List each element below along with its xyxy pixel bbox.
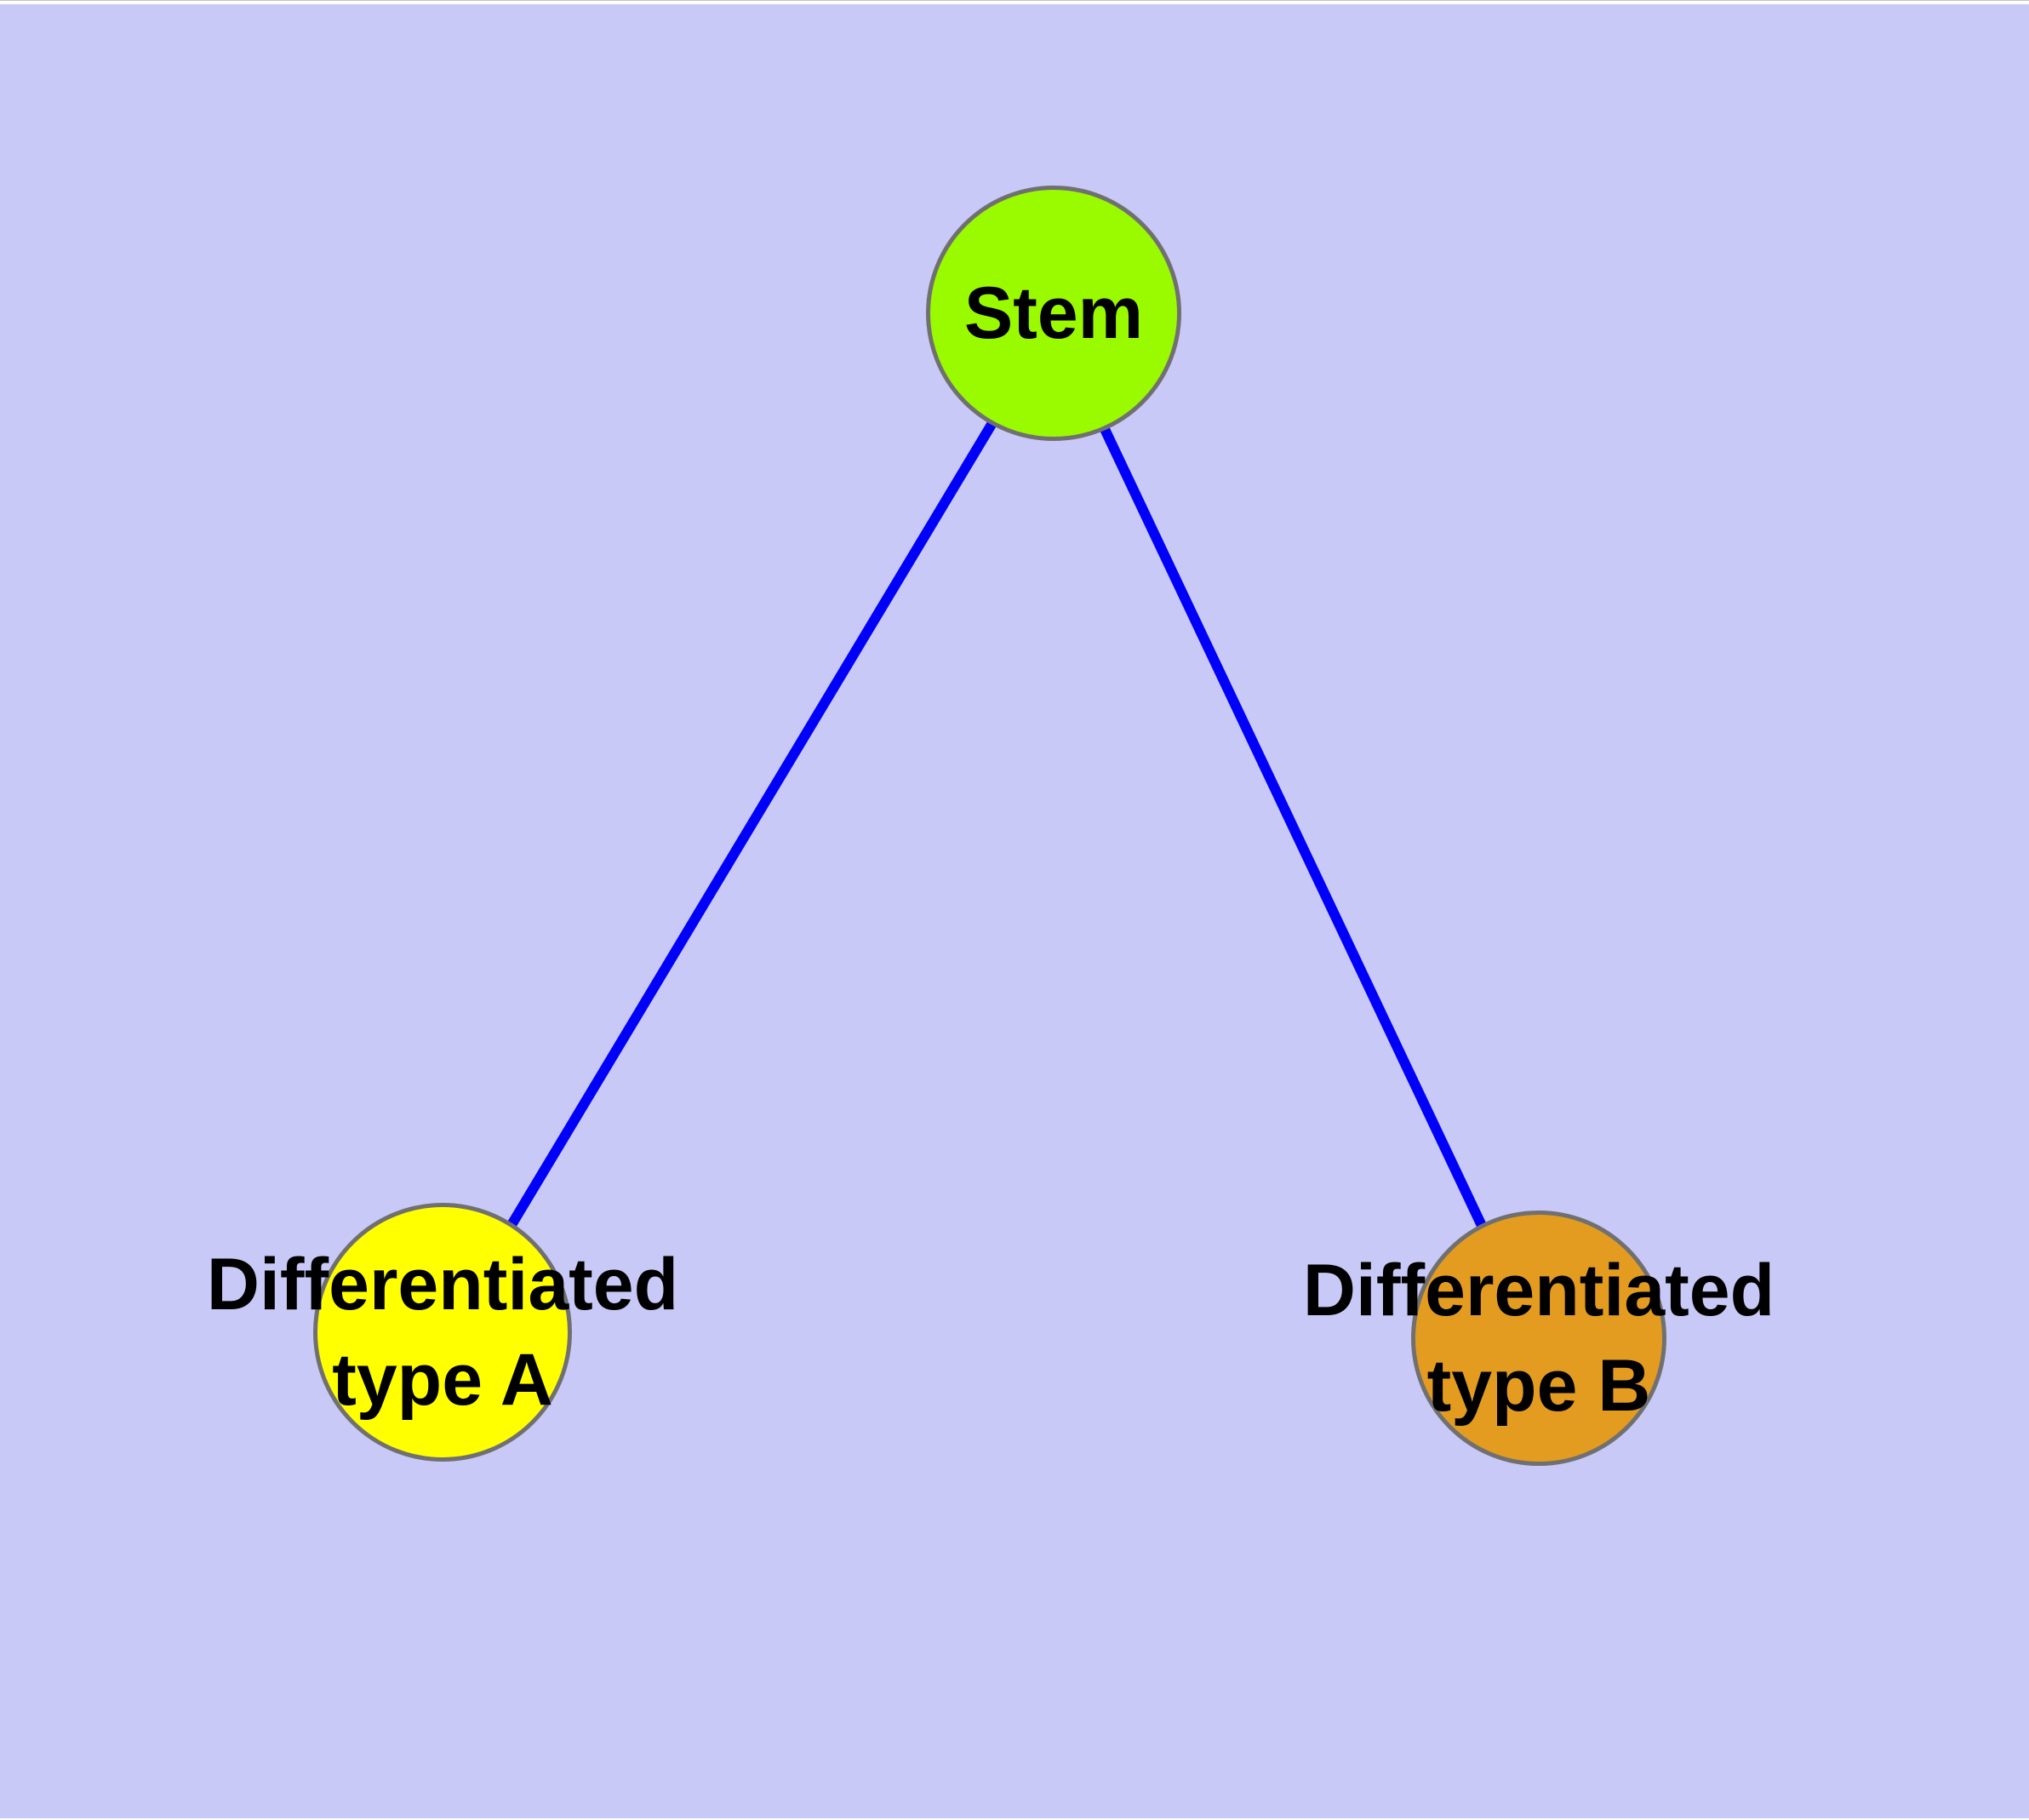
node-type-b-label-line-2: type B	[1426, 1345, 1651, 1427]
node-differentiated-type-a: Differentiated type A	[207, 1203, 678, 1462]
diagram-canvas: Stem Differentiated type A Differentiate…	[0, 4, 2029, 1818]
node-type-a-label-line-2: type A	[332, 1339, 553, 1421]
node-type-b-label-line-1: Differentiated	[1302, 1250, 1775, 1331]
node-stem-label: Stem	[964, 266, 1143, 361]
edge-layer	[439, 318, 1542, 1346]
node-stem-label-line: Stem	[963, 272, 1144, 354]
node-type-b-label: Differentiated type B	[1303, 1243, 1775, 1434]
edge-stem-to-type-a	[439, 318, 1059, 1341]
node-type-a-label-line-1: Differentiated	[206, 1244, 679, 1325]
node-type-a-label: Differentiated type A	[207, 1237, 678, 1428]
top-hairline	[0, 0, 2029, 1]
node-stem: Stem	[926, 186, 1181, 441]
node-differentiated-type-b: Differentiated type B	[1303, 1210, 1775, 1466]
edge-stem-to-type-b	[1049, 318, 1542, 1346]
